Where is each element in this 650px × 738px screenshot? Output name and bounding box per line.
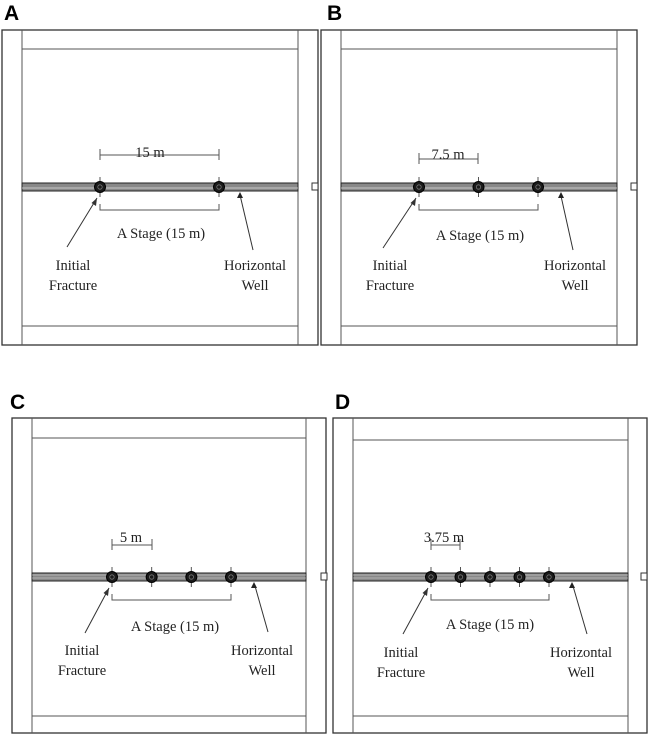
spacing-dimension (430, 539, 461, 550)
fracture-pointer (84, 587, 110, 634)
panel-b: B 7.5 m A Stage (15 m) Initial Fracture … (320, 0, 650, 369)
well-label-line1: Horizontal (224, 258, 286, 274)
well-pointer (239, 194, 254, 251)
well-label-line2: Well (241, 278, 268, 294)
spacing-dimension (111, 539, 153, 550)
fracture-label-line2: Fracture (58, 663, 106, 679)
fracture-pointer-head (410, 198, 416, 206)
stage-label: A Stage (15 m) (117, 226, 205, 242)
fracture-marker (454, 567, 467, 587)
stage-bracket (111, 594, 232, 601)
stage-bracket (418, 204, 539, 211)
spacing-label: 7.5 m (431, 147, 465, 163)
spacing-dimension (418, 153, 479, 164)
fracture-label-line2: Fracture (366, 278, 414, 294)
panel-letter: A (4, 2, 20, 25)
fracture-marker (145, 567, 158, 587)
fracture-marker (225, 567, 237, 587)
fracture-pointer-head (91, 198, 97, 206)
fracture-marker (513, 567, 526, 587)
panel-c: C 5 m A Stage (15 m) Initial Fracture Ho… (0, 389, 328, 738)
fracture-marker (94, 177, 106, 197)
fracture-marker (472, 177, 485, 197)
spacing-label: 15 m (135, 145, 165, 161)
stage-label: A Stage (15 m) (131, 619, 219, 635)
fracture-pointer (66, 197, 98, 248)
well-label-line2: Well (567, 665, 594, 681)
fracture-markers (94, 177, 225, 197)
panel-letter: D (335, 391, 351, 414)
panel-c-diagram: 5 m A Stage (15 m) Initial Fracture Hori… (11, 417, 328, 734)
stage-label: A Stage (15 m) (446, 617, 534, 633)
fracture-marker (185, 567, 198, 587)
fracture-pointer-head (103, 588, 109, 596)
panel-b-diagram: 7.5 m A Stage (15 m) Initial Fracture Ho… (320, 29, 638, 346)
spacing-label: 5 m (120, 530, 143, 546)
well-outlet-marker (311, 182, 319, 191)
well-pointer (560, 195, 574, 251)
panel-d: D 3.75 m A Stage (15 m) Initial Fracture… (325, 389, 650, 738)
fracture-marker (106, 567, 118, 587)
fracture-pointer-head (422, 588, 428, 596)
fracture-pointer (382, 197, 417, 249)
well-outlet-marker (630, 182, 638, 191)
well-label-line1: Horizontal (544, 258, 606, 274)
panel-a-diagram: 15 m A Stage (15 m) Initial Fracture Hor… (1, 29, 319, 346)
fracture-markers (425, 567, 555, 587)
fracture-label-line1: Initial (384, 645, 419, 661)
well-pointer-head (251, 582, 257, 588)
panel-letter: C (10, 391, 26, 414)
fracture-marker (484, 567, 496, 587)
well-outlet-marker (640, 572, 648, 581)
fracture-markers (413, 177, 544, 197)
fracture-pointer (402, 587, 429, 635)
fracture-marker (213, 177, 225, 197)
well-pointer (254, 585, 269, 633)
spacing-dimension (99, 149, 220, 160)
well-label-line1: Horizontal (231, 643, 293, 659)
fracture-label-line2: Fracture (377, 665, 425, 681)
spacing-label: 3.75 m (424, 530, 465, 546)
well-pointer (572, 585, 588, 635)
stage-label: A Stage (15 m) (436, 228, 524, 244)
stage-bracket (430, 594, 550, 601)
fracture-marker (543, 567, 555, 587)
fracture-marker (532, 177, 544, 197)
stage-bracket (99, 204, 220, 211)
horizontal-well (31, 572, 307, 582)
well-label-line1: Horizontal (550, 645, 612, 661)
well-label-line2: Well (561, 278, 588, 294)
fracture-label-line1: Initial (373, 258, 408, 274)
panel-letter: B (327, 2, 343, 25)
panel-a: A 15 m A Stage (15 m) Initial Fracture H… (0, 0, 325, 369)
well-pointer-head (237, 192, 243, 198)
well-pointer-head (558, 192, 564, 198)
fracture-marker (425, 567, 437, 587)
well-outlet-marker (320, 572, 328, 581)
well-label-line2: Well (248, 663, 275, 679)
fracture-label-line1: Initial (65, 643, 100, 659)
fracture-label-line2: Fracture (49, 278, 97, 294)
panel-d-diagram: 3.75 m A Stage (15 m) Initial Fracture H… (332, 417, 648, 734)
fracture-marker (413, 177, 425, 197)
fracture-markers (106, 567, 237, 587)
horizontal-well (21, 182, 299, 192)
fracture-label-line1: Initial (56, 258, 91, 274)
well-pointer-head (569, 582, 575, 588)
